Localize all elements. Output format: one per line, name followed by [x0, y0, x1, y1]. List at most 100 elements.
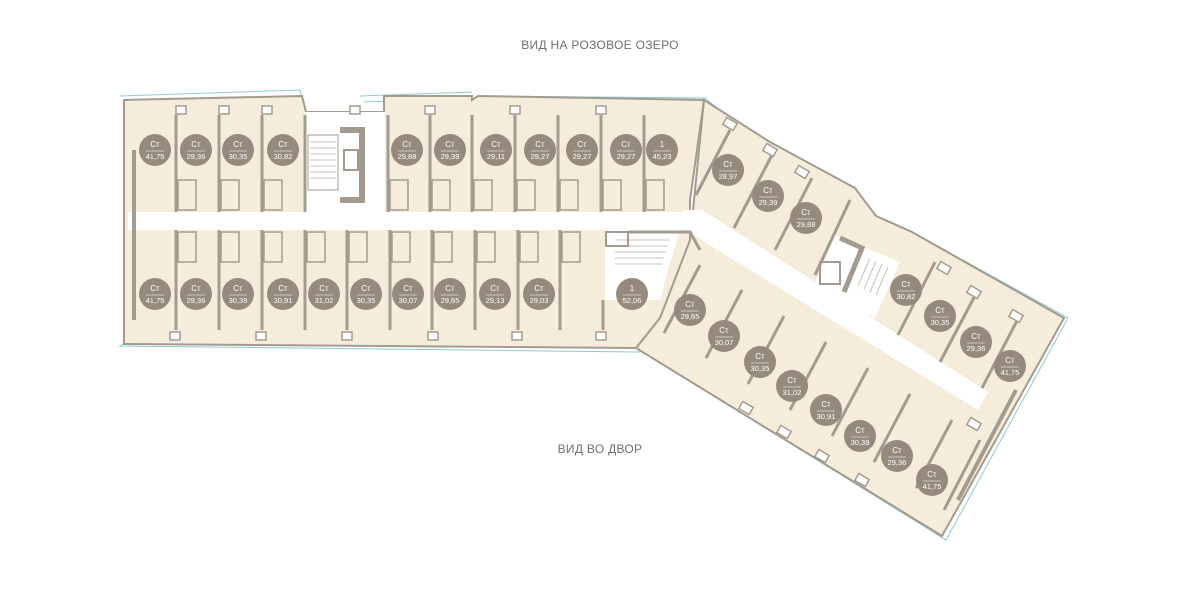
apartment-area: 29,27	[531, 152, 550, 161]
apartment-area: 30,07	[715, 338, 734, 347]
apartment-badge-circle	[994, 350, 1026, 382]
apartment-badge-circle	[180, 134, 212, 166]
apartment-badge-circle	[523, 278, 555, 310]
apartment-type: Ст	[927, 470, 937, 479]
apartment-badge-circle	[610, 134, 642, 166]
apartment-type: Ст	[787, 376, 797, 385]
apartment-area: 31,02	[315, 296, 334, 305]
apartment-badge[interactable]: Ст 30,39	[844, 420, 876, 452]
apartment-badge-circle	[139, 278, 171, 310]
apartment-area: 30,07	[399, 296, 418, 305]
apartment-badge[interactable]: Ст 29,27	[524, 134, 556, 166]
apartment-area: 30,35	[229, 152, 248, 161]
apartment-area: 30,35	[357, 296, 376, 305]
apartment-area: 29,39	[441, 152, 460, 161]
apartment-badge[interactable]: Ст 29,88	[391, 134, 423, 166]
apartment-area: 30,91	[274, 296, 293, 305]
view-label-top: ВИД НА РОЗОВОЕ ОЗЕРО	[521, 38, 679, 52]
apartment-type: Ст	[621, 140, 631, 149]
apartment-area: 29,36	[967, 344, 986, 353]
apartment-badge-circle	[392, 278, 424, 310]
apartment-badge[interactable]: Ст 30,82	[890, 274, 922, 306]
apartment-area: 30,82	[897, 292, 916, 301]
apartment-badge[interactable]: Ст 41,75	[139, 134, 171, 166]
apartment-type: Ст	[755, 352, 765, 361]
west-corridor	[128, 212, 688, 230]
apartment-badge-circle	[350, 278, 382, 310]
apartment-area: 29,88	[398, 152, 417, 161]
apartment-type: Ст	[535, 140, 545, 149]
apartment-area: 29,36	[187, 296, 206, 305]
apartment-badge-circle	[810, 394, 842, 426]
apartment-area: 30,39	[851, 438, 870, 447]
apartment-type: Ст	[901, 280, 911, 289]
apartment-badge[interactable]: Ст 41,75	[916, 464, 948, 496]
apartment-badge-circle	[434, 278, 466, 310]
apartment-badge[interactable]: Ст 30,35	[744, 346, 776, 378]
apartment-type: Ст	[1005, 356, 1015, 365]
apartment-badge[interactable]: Ст 30,35	[350, 278, 382, 310]
apartment-badge-circle	[391, 134, 423, 166]
apartment-badge-circle	[890, 274, 922, 306]
apartment-type: 1	[630, 284, 635, 293]
apartment-area: 52,06	[623, 296, 642, 305]
apartment-type: Ст	[150, 140, 160, 149]
apartment-type: Ст	[935, 306, 945, 315]
apartment-area: 41,75	[146, 296, 165, 305]
apartment-badge[interactable]: Ст 30,07	[708, 320, 740, 352]
apartment-badge-circle	[267, 278, 299, 310]
apartment-type: Ст	[821, 400, 831, 409]
apartment-type: Ст	[402, 140, 412, 149]
apartment-area: 29,36	[187, 152, 206, 161]
apartment-badge-circle	[222, 278, 254, 310]
apartment-type: Ст	[685, 300, 695, 309]
apartment-area: 30,91	[817, 412, 836, 421]
apartment-area: 41,75	[923, 482, 942, 491]
apartment-area: 29,36	[888, 458, 907, 467]
apartment-area: 41,75	[146, 152, 165, 161]
apartment-badge-circle	[924, 300, 956, 332]
apartment-area: 30,35	[751, 364, 770, 373]
apartment-type: Ст	[855, 426, 865, 435]
apartment-type: Ст	[361, 284, 371, 293]
apartment-badge-circle	[881, 440, 913, 472]
apartment-area: 30,39	[229, 296, 248, 305]
apartment-area: 28,97	[719, 172, 738, 181]
apartment-badge[interactable]: 145,23	[646, 134, 678, 166]
apartment-badge-circle	[960, 326, 992, 358]
apartment-badge[interactable]: 152,06	[616, 278, 648, 310]
west-window-markers	[169, 105, 607, 341]
apartment-badge-circle	[524, 134, 556, 166]
apartment-badge-circle	[916, 464, 948, 496]
apartment-badge-circle	[790, 202, 822, 234]
apartment-type: Ст	[719, 326, 729, 335]
apartment-badge[interactable]: Ст 30,91	[810, 394, 842, 426]
west-partitions	[174, 115, 646, 330]
apartment-badge-circle	[708, 320, 740, 352]
